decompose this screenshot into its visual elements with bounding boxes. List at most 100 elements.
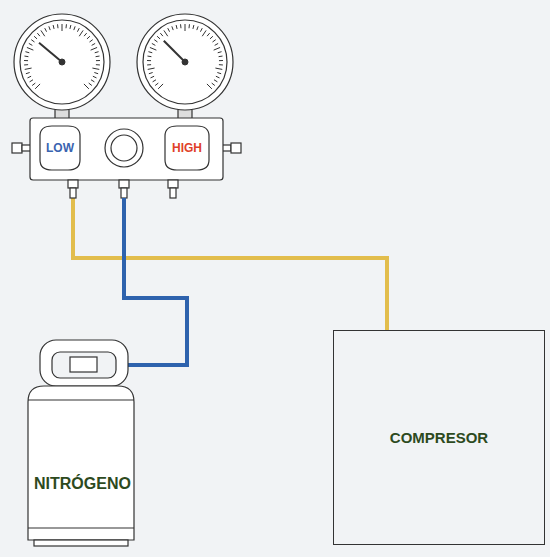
gauge-tick [150,47,156,50]
gauge-tick [185,24,186,31]
sight-glass [105,129,143,167]
gauge-tick [214,80,217,82]
gauge-tick [150,76,154,78]
gauge-tick [37,33,40,36]
tank-valve [70,357,97,372]
gauge-tick [92,43,95,45]
gauge-tick [35,84,40,89]
compressor-box: COMPRESOR [333,330,545,545]
gauge-tick [91,80,94,82]
tank-collar [40,340,128,386]
gauge-tick [149,73,153,74]
gauge-tick [210,36,213,39]
node-text: LOW [46,141,74,155]
gauge-tick [31,40,34,42]
gauge-tick [200,28,202,32]
gauge-tick [87,36,90,39]
gauge-tick [218,52,222,53]
gauge-tick [202,30,206,36]
high-port [170,188,176,198]
gauge-tick [207,84,212,89]
gauge-tick [158,84,163,89]
gauge-tick [148,52,152,53]
gauge-needle [39,43,62,62]
gauge-tick [188,24,189,28]
gauge-tick [152,43,155,45]
low-port [68,180,78,188]
gauge-tick [214,47,220,50]
gauge-tick [49,26,50,30]
low-knob [40,126,80,170]
low-port [70,188,76,198]
side-fitting [231,143,241,153]
gauge-tick [74,26,75,30]
collar-opening [52,352,116,378]
gauge-tick [160,33,163,36]
gauge-tick [164,30,168,36]
gauge-tick [25,52,29,53]
gauge-tick [94,73,98,74]
gauge-tick [96,56,100,58]
gauge-tick [27,76,31,78]
gauge-tick [180,24,181,28]
tank-band [28,527,134,528]
low-knob-label: LOW [42,137,78,159]
gauge-tick [34,36,37,39]
sight-glass-inner [111,135,137,161]
gauge-tick [155,83,158,85]
gauge-tick [172,26,173,30]
gauge-tick [197,26,198,30]
gauge-tick [79,30,83,36]
gauge-tick [27,47,33,50]
refrigerant-hose [73,159,387,330]
gauge-tick [77,28,79,32]
needle-hub [182,59,188,65]
gauge-tick [92,68,99,69]
high-gauge [137,14,233,110]
service-port [119,180,129,188]
gauge-tick [53,25,55,29]
service-port [121,188,127,198]
node-text: NITRÓGENO [34,475,131,493]
gauge-tick [96,64,100,65]
gauge-tick [168,28,170,32]
gauge-tick [176,25,178,29]
gauge-tick [65,24,66,28]
nitrogen-tank: NITRÓGENO [28,440,137,528]
gauge-tick [84,84,89,89]
gauge-tick [62,24,63,31]
gauge-tick [32,83,35,85]
manifold-body [30,118,223,180]
gauge-dial [143,20,227,104]
gauge-tick [217,73,221,74]
gauge-needle [164,41,185,62]
high-port [168,180,178,188]
gauge-tick [96,60,100,61]
gauge-tick [219,56,223,58]
gauge-tick [90,40,93,42]
gauge-tick [84,33,87,36]
side-fitting [12,143,22,153]
gauge-dial [20,20,104,104]
tank-foot [34,540,128,546]
gauge-tick [219,64,223,65]
gauge-tick [213,40,216,42]
gauge-tick [148,68,155,69]
gauge-tick [25,68,32,69]
gauge-tick [153,80,156,82]
gauge-tick [147,64,151,65]
gauge-tick [69,25,71,29]
gauge-tick [26,73,30,74]
high-knob-label: HIGH [168,137,206,159]
gauge-tick [24,60,28,61]
gauge-tick [154,40,157,42]
needle-hub [59,59,65,65]
gauge-tick [147,60,151,61]
gauge-tick [147,56,151,58]
gauge-tick [24,64,28,65]
gauge-tick [30,80,33,82]
gauge-tick [24,56,28,58]
gauge-tick [212,83,215,85]
gauge-tick [192,25,194,29]
gauge-tick [216,76,220,78]
